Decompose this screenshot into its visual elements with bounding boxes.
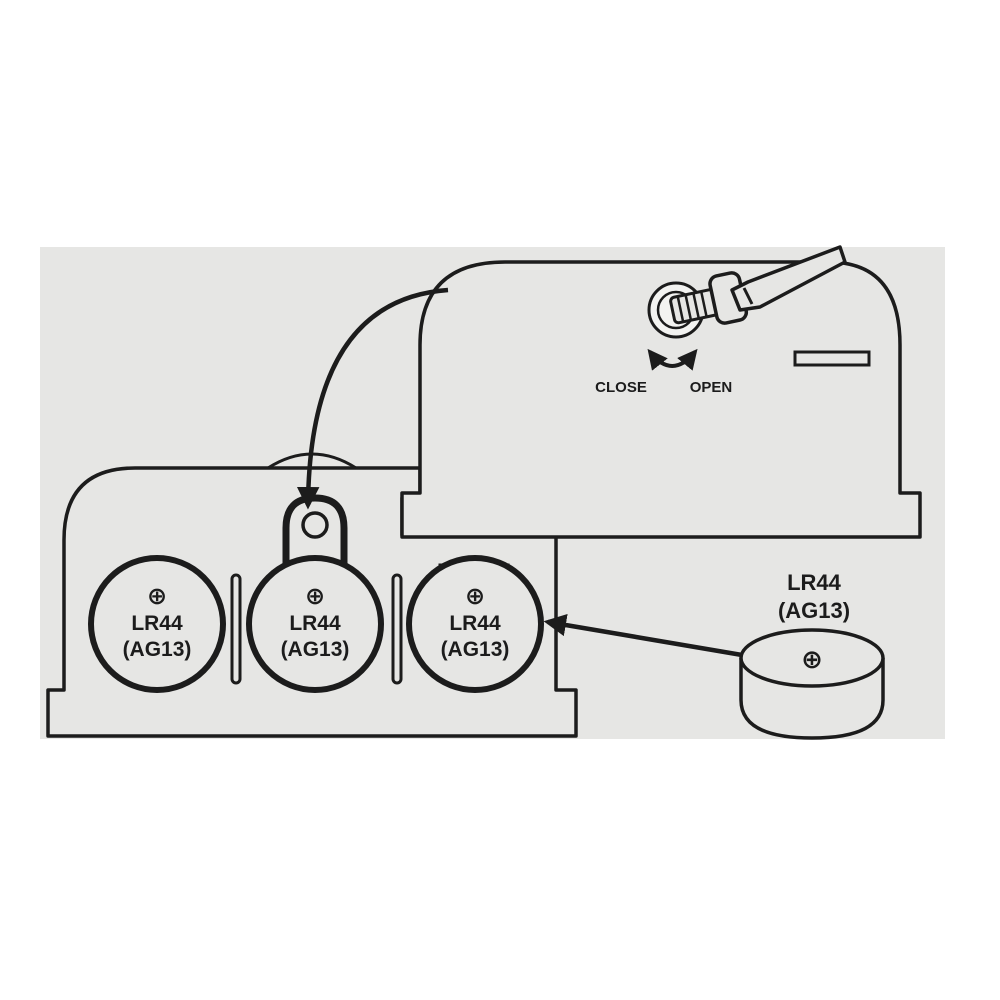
slot-divider — [391, 573, 403, 685]
loose-battery: ⊕ LR44 (AG13) — [739, 570, 885, 740]
slot-2-type: LR44 — [289, 612, 341, 635]
loose-battery-type: LR44 — [787, 570, 842, 595]
slot-1-type: LR44 — [131, 612, 183, 635]
battery-slot-2 — [246, 555, 384, 693]
slot-1-plus: ⊕ — [147, 583, 167, 610]
close-label: CLOSE — [595, 379, 647, 396]
cover-slot-mark — [793, 350, 871, 367]
battery-slot-1 — [88, 555, 226, 693]
slot-1-alt: (AG13) — [123, 638, 192, 661]
curved-arrow-to-latch — [296, 287, 449, 510]
battery-slot-3 — [406, 555, 544, 693]
slot-3-alt: (AG13) — [441, 638, 510, 661]
loose-battery-top — [739, 628, 885, 688]
screwdriver-icon — [730, 245, 847, 312]
loose-battery-alt: (AG13) — [778, 598, 850, 623]
latch-hole — [301, 511, 329, 539]
battery-cover: CLOSE OPEN — [400, 245, 922, 539]
rotate-arrows-icon — [647, 348, 698, 371]
slot-2-plus: ⊕ — [305, 583, 325, 610]
arrow-to-slot-3 — [543, 613, 743, 658]
slot-divider — [230, 573, 242, 685]
open-label: OPEN — [690, 379, 733, 396]
cover-outline — [400, 260, 922, 539]
screw-icon — [669, 271, 749, 325]
loose-battery-plus: ⊕ — [801, 644, 823, 674]
slot-2-alt: (AG13) — [281, 638, 350, 661]
slot-3-plus: ⊕ — [465, 583, 485, 610]
slot-3-type: LR44 — [449, 612, 501, 635]
